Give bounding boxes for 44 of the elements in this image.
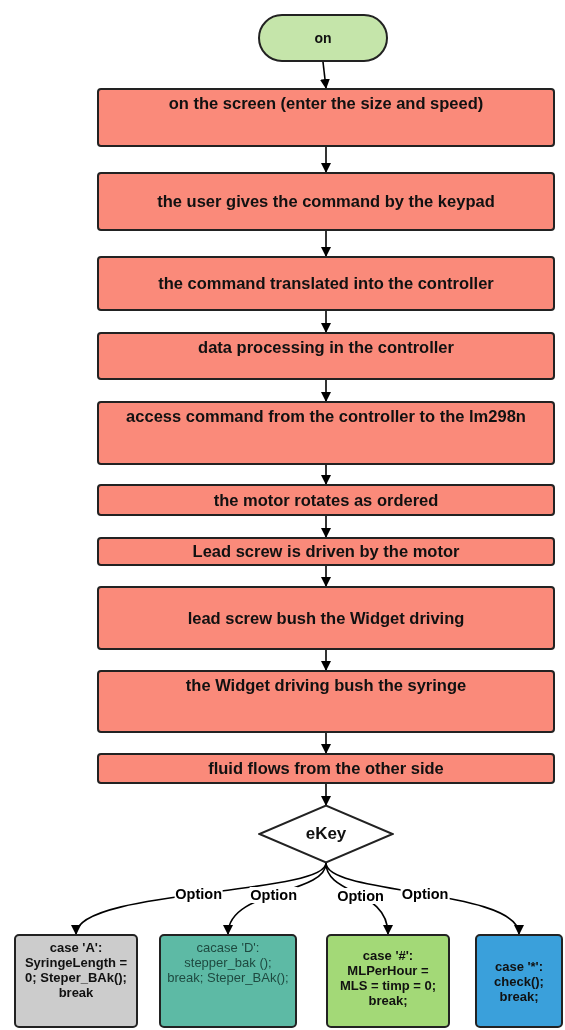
process-box <box>97 753 555 784</box>
arrow <box>321 146 331 173</box>
process-box <box>97 256 555 311</box>
node-text: the motor rotates as ordered <box>213 489 439 511</box>
node-text: case '#': MLPerHour = MLS = timp = 0; break; <box>338 948 438 1008</box>
arrow <box>321 310 331 333</box>
process-box <box>97 172 555 231</box>
process-box <box>97 88 555 147</box>
arrow <box>321 515 331 538</box>
process-box <box>97 484 555 516</box>
case-box <box>159 934 297 1028</box>
node-text: data processing in the controller <box>198 337 454 358</box>
arrow <box>321 732 331 754</box>
arrow <box>321 230 331 257</box>
node-text: case '*': check(); break; <box>493 958 545 1004</box>
node-text: the Widget driving bush the syringe <box>185 675 467 696</box>
start-terminator <box>258 14 388 62</box>
node-text: access command from the controller to the lm298n <box>126 406 526 427</box>
node-text: cacase 'D': stepper_bak (); break; Steper_BAk(); <box>166 940 290 985</box>
node-text: the user gives the command by the keypad <box>157 191 495 212</box>
arrow <box>321 464 331 485</box>
node-text: on <box>314 30 332 46</box>
edge-label: Option <box>400 886 450 903</box>
node-text: lead screw bush the Widget driving <box>187 607 465 629</box>
node-text: eKey <box>305 824 347 844</box>
arrow <box>321 379 331 402</box>
node-text: on the screen (enter the size and speed) <box>168 93 484 114</box>
process-box <box>97 670 555 733</box>
process-box <box>97 401 555 465</box>
node-text: the command translated into the controller <box>158 273 494 294</box>
node-text: fluid flows from the other side <box>208 758 444 779</box>
case-box <box>14 934 138 1028</box>
process-box <box>97 332 555 380</box>
case-box <box>326 934 450 1028</box>
arrow <box>321 783 331 806</box>
process-box <box>97 537 555 566</box>
arrow <box>321 565 331 587</box>
arrow <box>321 649 331 671</box>
process-box <box>97 586 555 650</box>
node-text: case 'A': SyringeLength = 0; Steper_BAk(); break <box>23 940 129 1000</box>
arrow <box>320 61 330 89</box>
node-text: Lead screw is driven by the motor <box>192 541 460 562</box>
edge-label: Option <box>336 887 385 904</box>
case-box <box>475 934 563 1028</box>
